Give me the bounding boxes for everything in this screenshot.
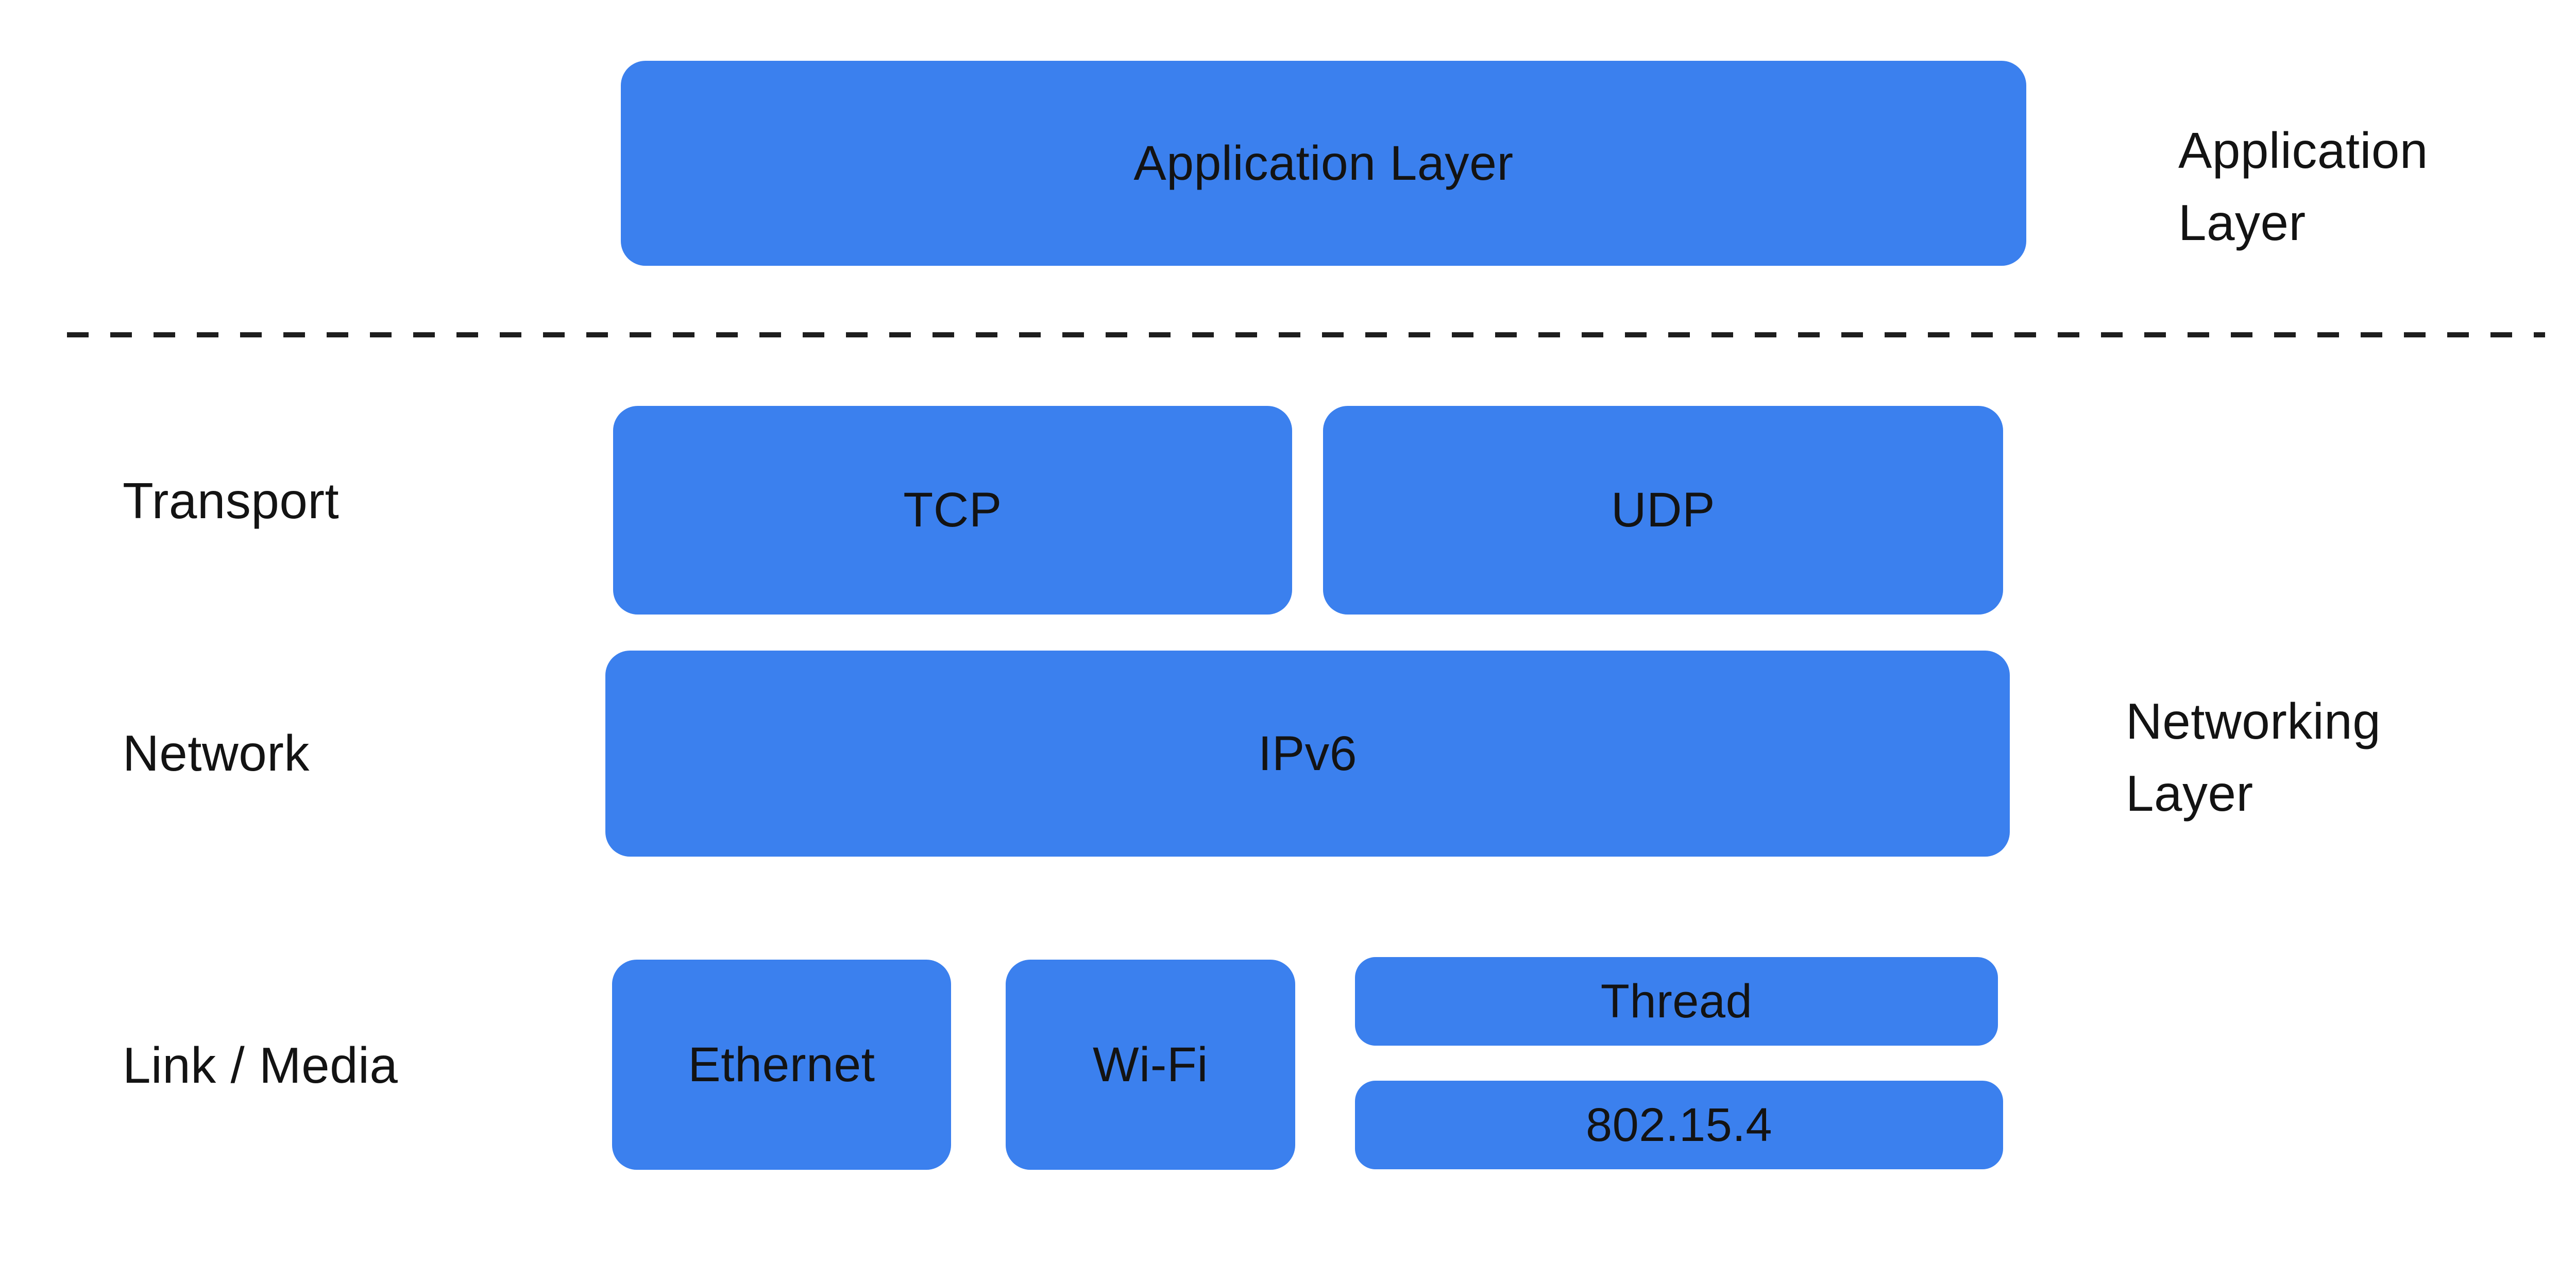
thread-box: Thread (1355, 957, 1998, 1046)
side-label-line: Networking (2126, 693, 2381, 749)
wifi-box: Wi-Fi (1006, 960, 1295, 1170)
transport-row-label: Transport (123, 472, 340, 529)
layer-divider-dashed-line (67, 332, 2545, 337)
side-label-line: Layer (2126, 765, 2253, 822)
link-media-row-label: Link / Media (123, 1037, 398, 1094)
side-label-line: Layer (2178, 194, 2306, 251)
application-layer-side-label: Application Layer (2178, 114, 2428, 259)
ethernet-box: Ethernet (612, 960, 951, 1170)
networking-layer-side-label: Networking Layer (2126, 685, 2381, 829)
network-row-label: Network (123, 725, 310, 781)
udp-box: UDP (1323, 406, 2003, 615)
ieee-802-15-4-box: 802.15.4 (1355, 1081, 2003, 1169)
application-layer-box: Application Layer (621, 61, 2026, 266)
tcp-box: TCP (613, 406, 1292, 615)
side-label-line: Application (2178, 122, 2428, 179)
ipv6-box: IPv6 (605, 651, 2010, 857)
